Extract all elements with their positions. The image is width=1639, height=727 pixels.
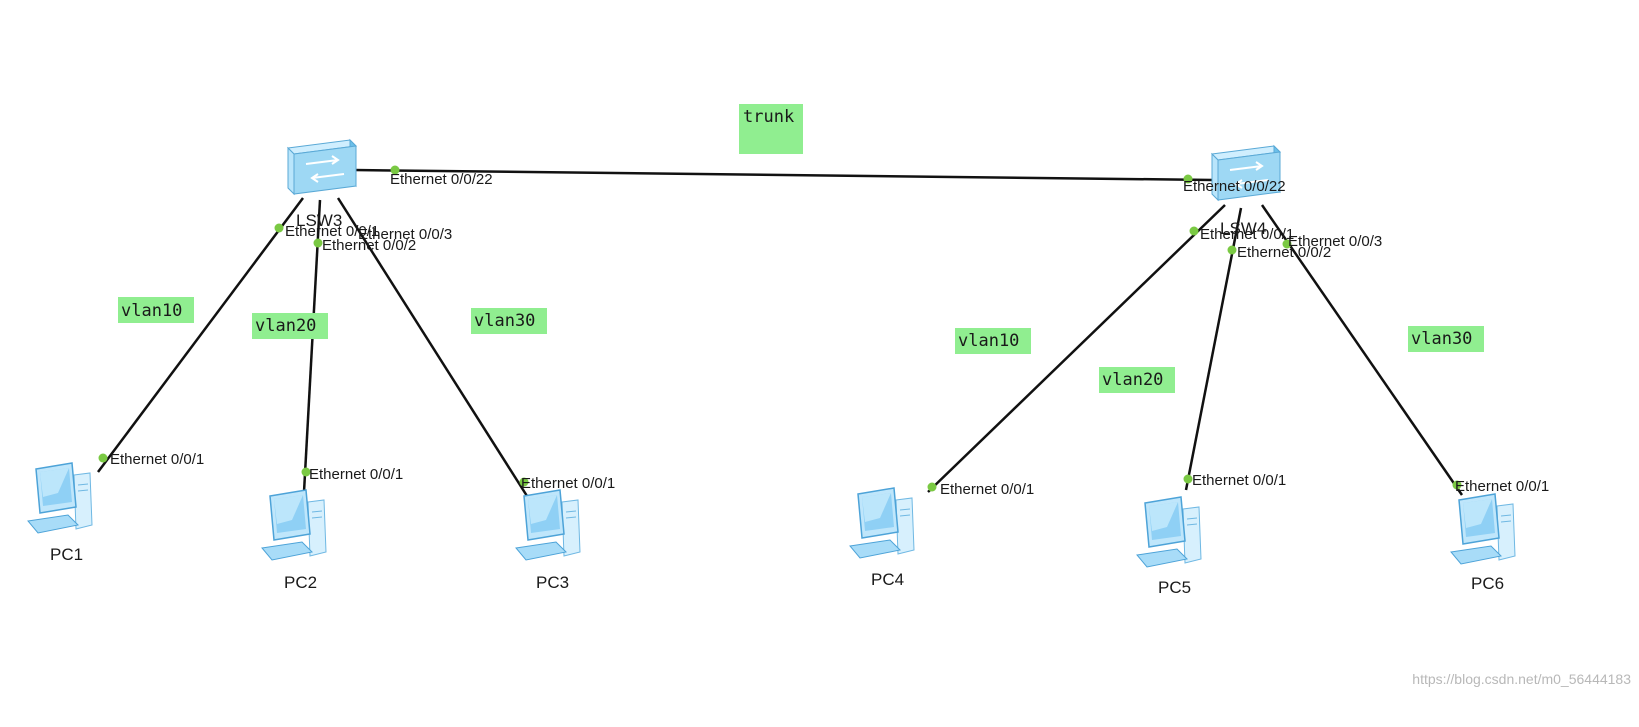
vlan-note-right-vlan30[interactable]: vlan30 (1408, 326, 1484, 352)
vlan-note-right-vlan20[interactable]: vlan20 (1099, 367, 1175, 393)
port-dot (274, 223, 284, 233)
port-dot (1189, 226, 1199, 236)
port-label-lsw4-e0-0-22: Ethernet 0/0/22 (1183, 178, 1286, 195)
port-label-lsw4-e0-0-2: Ethernet 0/0/2 (1237, 244, 1331, 261)
pc-icon (1450, 493, 1516, 565)
device-label-pc5: PC5 (1158, 578, 1191, 597)
device-label-pc2: PC2 (284, 573, 317, 592)
port-label-pc5: Ethernet 0/0/1 (1192, 472, 1286, 489)
vlan-note-text: vlan20 (255, 316, 316, 336)
port-label-pc1: Ethernet 0/0/1 (110, 451, 204, 468)
link-lsw4-pc6 (1260, 204, 1464, 496)
device-label-pc1: PC1 (50, 545, 83, 564)
port-dot (98, 453, 108, 463)
pc-pc2[interactable] (261, 489, 327, 561)
pc-icon (261, 489, 327, 561)
pc-pc1[interactable] (27, 462, 93, 534)
pc-pc5[interactable] (1136, 496, 1202, 568)
port-label-lsw3-e0-0-1: Ethernet 0/0/1 (285, 223, 379, 240)
device-label-pc6: PC6 (1471, 574, 1504, 593)
pc-pc4[interactable] (849, 487, 915, 559)
trunk-note[interactable]: trunk (739, 104, 803, 154)
pc-icon (515, 489, 581, 561)
link-lsw3-pc3 (336, 197, 529, 497)
vlan-note-text: vlan30 (1411, 329, 1472, 349)
watermark: https://blog.csdn.net/m0_56444183 (1412, 671, 1631, 687)
pc-icon (849, 487, 915, 559)
vlan-note-left-vlan20[interactable]: vlan20 (252, 313, 328, 339)
port-label-pc6: Ethernet 0/0/1 (1455, 478, 1549, 495)
port-label-lsw3-e0-0-3: Ethernet 0/0/3 (358, 226, 452, 243)
port-dot (313, 238, 323, 248)
port-dot (1282, 239, 1292, 249)
port-dot (301, 467, 311, 477)
port-label-lsw3-e0-0-22: Ethernet 0/0/22 (390, 171, 493, 188)
switch-icon (287, 139, 357, 195)
trunk-note-text: trunk (743, 107, 794, 127)
pc-icon (1136, 496, 1202, 568)
port-dot (1227, 245, 1237, 255)
device-label-pc3: PC3 (536, 573, 569, 592)
device-label-lsw4: LSW4 (1220, 219, 1266, 238)
port-labels: Ethernet 0/0/22 Ethernet 0/0/22 Ethernet… (110, 171, 1549, 498)
link-lsw4-pc5 (1184, 207, 1243, 491)
link-lsw3-pc1 (96, 197, 305, 473)
port-dot (1183, 474, 1193, 484)
port-dot (927, 482, 937, 492)
switch-lsw3[interactable] (287, 139, 357, 195)
port-label-lsw4-e0-0-1: Ethernet 0/0/1 (1200, 226, 1294, 243)
vlan-note-text: vlan30 (474, 311, 535, 331)
vlan-note-text: vlan10 (958, 331, 1019, 351)
pc-icon (27, 462, 93, 534)
port-label-pc3: Ethernet 0/0/1 (521, 475, 615, 492)
port-label-pc2: Ethernet 0/0/1 (309, 466, 403, 483)
device-labels: LSW3 LSW4 PC1 PC2 PC3 PC4 PC5 PC6 (50, 211, 1504, 597)
vlan-note-left-vlan30[interactable]: vlan30 (471, 308, 547, 334)
vlan-note-right-vlan10[interactable]: vlan10 (955, 328, 1031, 354)
port-dot (390, 165, 400, 175)
vlan-note-left-vlan10[interactable]: vlan10 (118, 297, 194, 323)
port-label-lsw4-e0-0-3: Ethernet 0/0/3 (1288, 233, 1382, 250)
vlan-note-text: vlan20 (1102, 370, 1163, 390)
port-label-pc4: Ethernet 0/0/1 (940, 481, 1034, 498)
pc-pc6[interactable] (1450, 493, 1516, 565)
pc-pc3[interactable] (515, 489, 581, 561)
device-label-lsw3: LSW3 (296, 211, 342, 230)
links (96, 168, 1464, 497)
link-lsw4-pc4 (927, 204, 1226, 493)
vlan-note-text: vlan10 (121, 301, 182, 321)
port-dot (1183, 174, 1193, 184)
port-dots (98, 165, 1462, 492)
port-dot (1452, 480, 1462, 490)
trunk-link (353, 168, 1214, 182)
port-dot (519, 477, 529, 487)
device-label-pc4: PC4 (871, 570, 904, 589)
port-label-lsw3-e0-0-2: Ethernet 0/0/2 (322, 237, 416, 254)
link-lsw3-pc2 (302, 199, 322, 493)
